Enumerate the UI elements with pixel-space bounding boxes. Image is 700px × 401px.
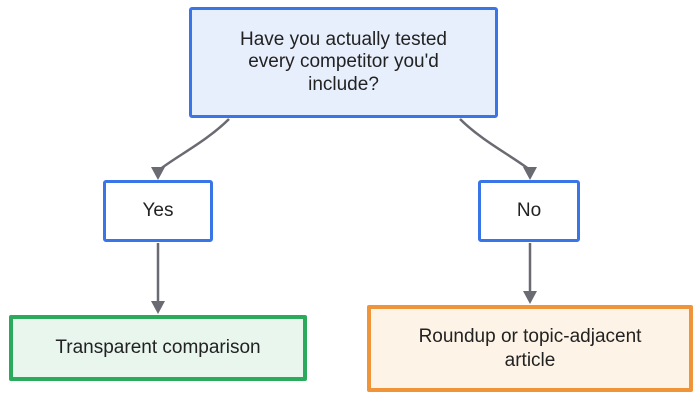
arrowhead-question-yes — [151, 167, 165, 180]
node-no-label: No — [516, 200, 542, 221]
node-outcome-no-label: Roundup or topic-adjacent article — [418, 325, 642, 371]
edge-question-no — [459, 118, 531, 171]
edge-question-yes — [158, 118, 230, 171]
node-question-label: Have you actually tested every competito… — [239, 29, 447, 95]
node-outcome-transparent-comparison: Transparent comparison — [9, 315, 307, 381]
arrowhead-question-no — [523, 167, 537, 180]
arrowhead-yes-outcome — [151, 301, 165, 314]
node-question: Have you actually tested every competito… — [189, 7, 498, 118]
node-outcome-roundup-article: Roundup or topic-adjacent article — [367, 305, 693, 392]
arrowhead-no-outcome — [523, 291, 537, 304]
node-no: No — [478, 180, 580, 242]
node-outcome-yes-label: Transparent comparison — [55, 337, 261, 358]
node-yes-label: Yes — [142, 200, 174, 221]
node-yes: Yes — [103, 180, 213, 242]
